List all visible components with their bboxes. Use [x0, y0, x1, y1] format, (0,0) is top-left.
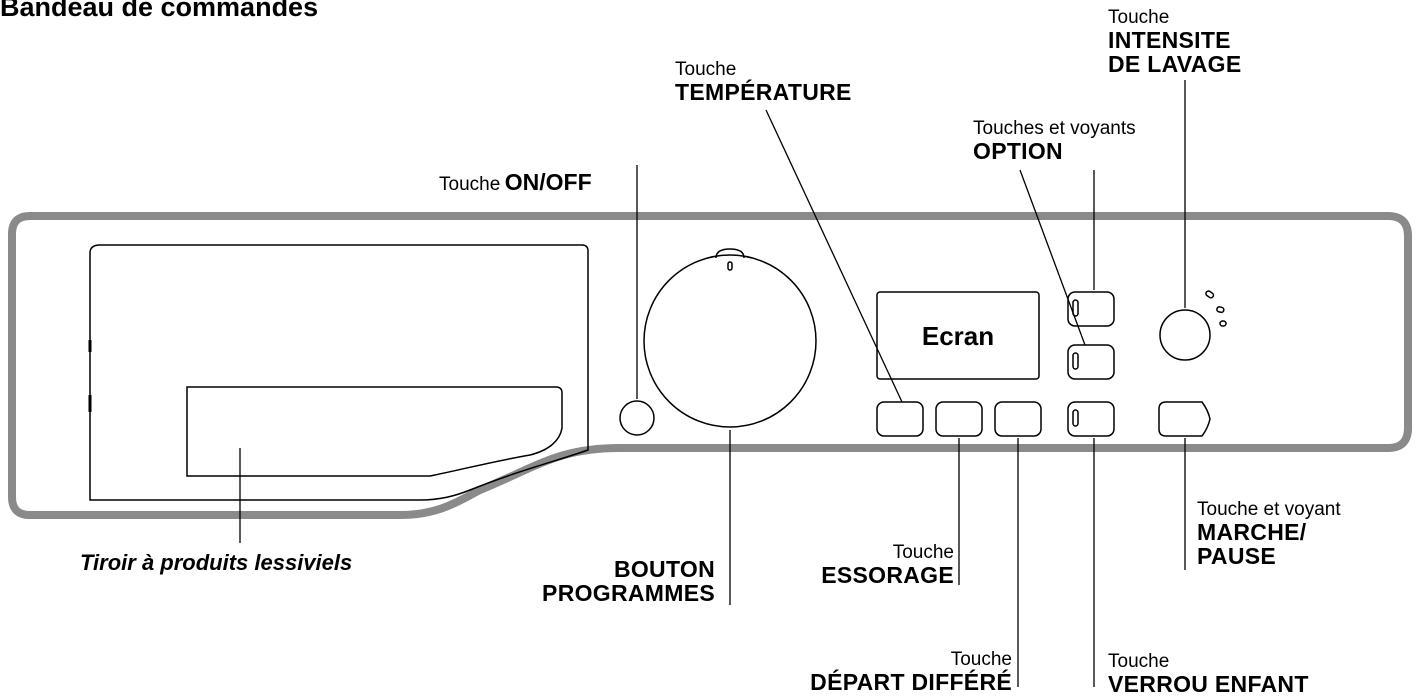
label-depart-differe: Touche DÉPART DIFFÉRÉ — [810, 649, 1012, 695]
leader-lines — [239, 80, 1186, 687]
label-marche-pause: Touche et voyant MARCHE/ PAUSE — [1197, 499, 1341, 570]
label-verrou-enfant: Touche VERROU ENFANT — [1108, 651, 1309, 697]
drawer-outline — [89, 244, 589, 501]
programme-knob — [643, 254, 817, 428]
diagram-title: Bandeau de commandes — [0, 0, 319, 22]
display-screen — [876, 291, 1040, 380]
label-drawer: Tiroir à produits lessiviels — [80, 550, 353, 575]
option-button-1 — [1067, 291, 1115, 327]
marche-pause-button — [1158, 401, 1211, 437]
knob-notch — [715, 248, 745, 259]
drawer-handle — [186, 386, 563, 477]
essorage-button — [935, 401, 983, 437]
screen-label: Ecran — [922, 321, 994, 351]
temperature-button — [876, 401, 924, 437]
on-off-button — [619, 400, 655, 436]
label-programmes: BOUTON PROGRAMMES — [542, 556, 715, 607]
option-button-2 — [1067, 344, 1115, 380]
label-essorage: Touche ESSORAGE — [821, 542, 954, 588]
panel-outline — [8, 212, 1412, 519]
verrou-enfant-button — [1067, 401, 1115, 437]
label-intensite: Touche INTENSITE DE LAVAGE — [1108, 7, 1242, 78]
label-option: Touches et voyants OPTION — [973, 118, 1136, 164]
label-temperature: Touche TEMPÉRATURE — [675, 59, 852, 105]
depart-differe-button — [994, 401, 1042, 437]
intensite-knob — [1159, 309, 1211, 361]
label-on-off: Touche ON/OFF — [439, 169, 592, 195]
